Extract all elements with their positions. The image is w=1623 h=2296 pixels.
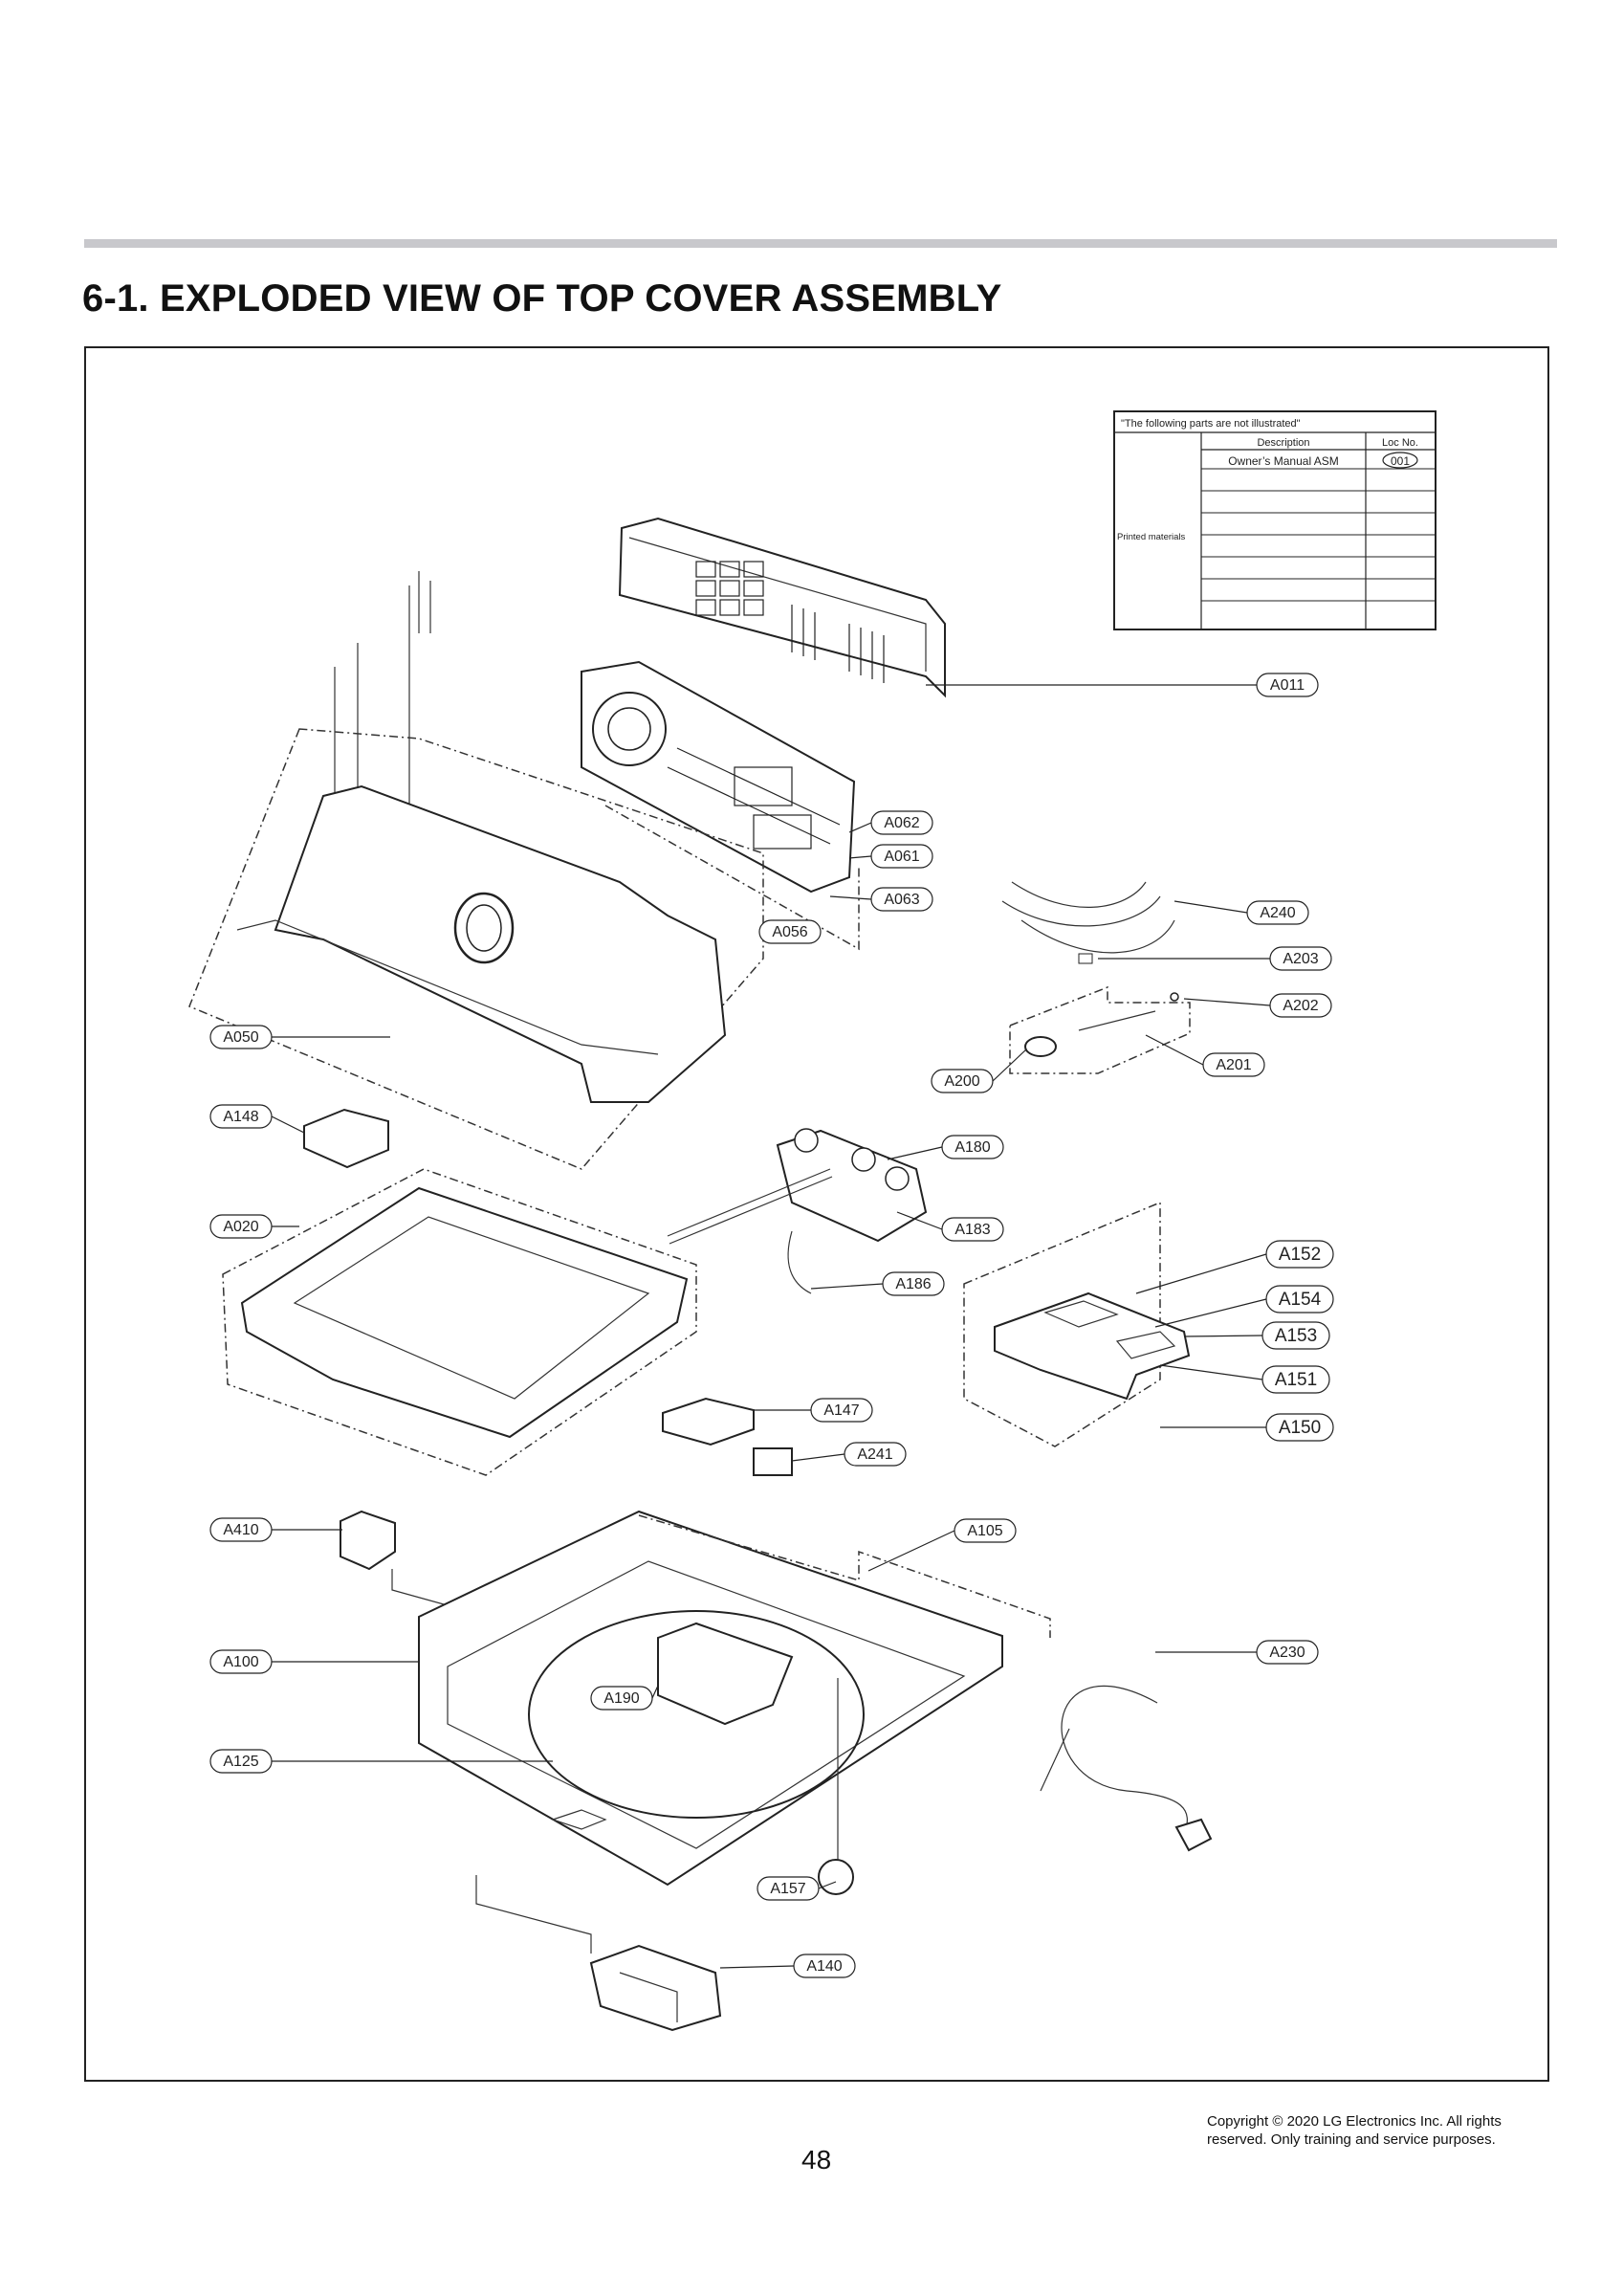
- callout-a186: A186: [882, 1271, 945, 1296]
- callout-a230: A230: [1256, 1640, 1319, 1665]
- control-panel-illustration: [188, 728, 764, 1170]
- copyright-notice: Copyright © 2020 LG Electronics Inc. All…: [1207, 2112, 1609, 2149]
- dispenser-illustration: [963, 1201, 1191, 1447]
- filter-illustration: [340, 1510, 496, 1620]
- connector-illustration: [753, 1447, 793, 1476]
- callout-a125: A125: [209, 1749, 273, 1774]
- table-header-description: Description: [1257, 437, 1309, 449]
- leader-lines: [271, 684, 1271, 1969]
- callout-a151: A151: [1261, 1365, 1330, 1394]
- svg-text:A150: A150: [1279, 1418, 1321, 1438]
- callout-a152: A152: [1265, 1240, 1334, 1269]
- svg-text:A061: A061: [884, 849, 919, 865]
- top-cover-illustration: [418, 1510, 1051, 1954]
- svg-text:A201: A201: [1216, 1057, 1251, 1073]
- svg-text:A157: A157: [770, 1881, 805, 1897]
- callout-a202: A202: [1269, 993, 1332, 1018]
- svg-text:A100: A100: [223, 1654, 258, 1670]
- callout-a061: A061: [870, 844, 933, 869]
- svg-text:A147: A147: [823, 1402, 859, 1419]
- header-rule: [84, 239, 1557, 248]
- svg-text:A050: A050: [223, 1029, 258, 1046]
- svg-text:A056: A056: [772, 924, 807, 940]
- callout-a063: A063: [870, 887, 933, 912]
- callout-a062: A062: [870, 810, 933, 835]
- callout-a241: A241: [844, 1442, 907, 1467]
- table-row-description: Owner’s Manual ASM: [1228, 454, 1339, 468]
- callout-a147: A147: [810, 1398, 873, 1423]
- svg-text:A125: A125: [223, 1754, 258, 1770]
- svg-text:A240: A240: [1260, 905, 1295, 921]
- svg-text:A152: A152: [1279, 1245, 1321, 1265]
- svg-text:A190: A190: [603, 1690, 639, 1707]
- callout-a056: A056: [758, 919, 822, 944]
- callout-a020: A020: [209, 1214, 273, 1239]
- svg-text:A180: A180: [954, 1139, 990, 1156]
- callout-a240: A240: [1246, 900, 1309, 925]
- callout-a148: A148: [209, 1104, 273, 1129]
- bracket-a147-illustration: [662, 1397, 755, 1446]
- not-illustrated-parts-table: "The following parts are not illustrated…: [1113, 410, 1437, 630]
- callout-a105: A105: [954, 1518, 1017, 1543]
- callout-a183: A183: [941, 1217, 1004, 1242]
- svg-text:A011: A011: [1270, 677, 1305, 694]
- callout-a200: A200: [931, 1069, 994, 1093]
- svg-text:A062: A062: [884, 815, 919, 831]
- page-title: 6-1. EXPLODED VIEW OF TOP COVER ASSEMBLY: [82, 277, 1002, 320]
- table-row-loc: 001: [1391, 454, 1410, 468]
- bracket-a148-illustration: [303, 1108, 389, 1169]
- callout-a203: A203: [1269, 946, 1332, 971]
- callout-a154: A154: [1265, 1285, 1334, 1314]
- svg-text:A154: A154: [1279, 1290, 1322, 1310]
- callout-a201: A201: [1202, 1052, 1265, 1077]
- svg-text:A183: A183: [954, 1222, 990, 1238]
- callout-a180: A180: [941, 1135, 1004, 1159]
- wire-harness-illustration: [1001, 881, 1179, 1002]
- svg-text:A203: A203: [1283, 951, 1318, 967]
- svg-text:A200: A200: [944, 1073, 979, 1090]
- svg-text:A105: A105: [967, 1523, 1002, 1539]
- callout-a153: A153: [1261, 1321, 1330, 1350]
- svg-text:A202: A202: [1283, 998, 1318, 1014]
- back-panel-illustration: [334, 517, 946, 877]
- svg-text:A230: A230: [1269, 1645, 1305, 1661]
- table-caption: "The following parts are not illustrated…: [1121, 418, 1301, 430]
- pressure-sensor-illustration: [1009, 985, 1191, 1074]
- callout-a050: A050: [209, 1025, 273, 1049]
- callout-a011: A011: [1256, 673, 1319, 697]
- callout-a410: A410: [209, 1517, 273, 1542]
- table-header-loc: Loc No.: [1382, 437, 1418, 449]
- copyright-line-1: Copyright © 2020 LG Electronics Inc. All…: [1207, 2113, 1502, 2130]
- svg-text:A410: A410: [223, 1522, 258, 1538]
- svg-text:A020: A020: [223, 1219, 258, 1235]
- lid-illustration: [222, 1168, 697, 1476]
- svg-text:A186: A186: [895, 1276, 931, 1292]
- svg-text:A151: A151: [1275, 1370, 1317, 1390]
- table-group-label: Printed materials: [1117, 532, 1186, 542]
- exploded-view-diagram: "The following parts are not illustrated…: [188, 410, 1437, 2032]
- page-number: 48: [801, 2145, 832, 2175]
- svg-text:A153: A153: [1275, 1326, 1317, 1346]
- callout-a157: A157: [757, 1876, 820, 1901]
- controller-board-illustration: [581, 660, 860, 951]
- svg-text:A140: A140: [806, 1958, 842, 1975]
- copyright-line-2: reserved. Only training and service purp…: [1207, 2131, 1496, 2148]
- pump-a140-illustration: [589, 1944, 722, 2032]
- water-valve-illustration: [667, 1128, 928, 1294]
- svg-text:A148: A148: [223, 1109, 258, 1125]
- callout-a150: A150: [1265, 1413, 1334, 1442]
- callout-a190: A190: [590, 1686, 653, 1711]
- power-cord-illustration: [1040, 1685, 1213, 1852]
- svg-text:A241: A241: [857, 1446, 892, 1463]
- svg-text:A063: A063: [884, 892, 919, 908]
- diagram-frame: [84, 346, 1549, 2082]
- callout-a140: A140: [793, 1954, 856, 1978]
- callout-a100: A100: [209, 1649, 273, 1674]
